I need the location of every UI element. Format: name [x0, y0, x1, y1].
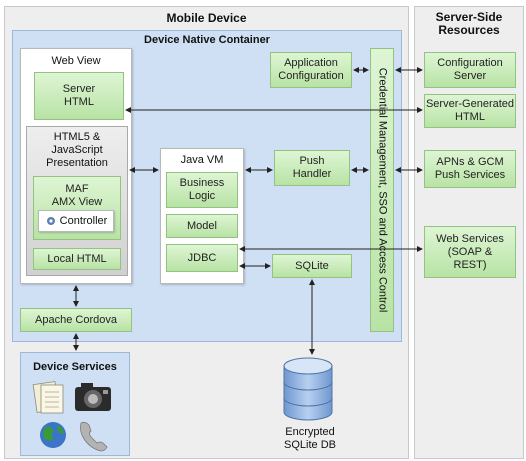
camera-icon — [75, 383, 111, 411]
controller-box: Controller — [38, 210, 114, 232]
native-container-title: Device Native Container — [144, 34, 270, 46]
java-vm-title: Java VM — [180, 154, 224, 166]
phone-icon — [80, 421, 108, 452]
maf-amx-view-label: MAF AMX View — [51, 183, 103, 208]
business-logic-box: Business Logic — [166, 172, 238, 208]
model-box: Model — [166, 214, 238, 238]
server-html-box: Server HTML — [34, 72, 124, 120]
application-configuration-box: Application Configuration — [270, 52, 352, 88]
push-handler-box: Push Handler — [274, 150, 350, 186]
web-services-box: Web Services (SOAP & REST) — [424, 226, 516, 278]
device-service-icons — [32, 381, 111, 452]
local-html-box: Local HTML — [33, 248, 121, 270]
apns-gcm-box: APNs & GCM Push Services — [424, 150, 516, 188]
device-services-title: Device Services — [33, 361, 117, 373]
configuration-server-box: Configuration Server — [424, 52, 516, 88]
server-side-title: Server-Side Resources — [435, 10, 503, 37]
device-services-box: Device Services — [20, 352, 130, 456]
mobile-device-title: Mobile Device — [166, 11, 247, 25]
credential-management-bar: Credential Management, SSO and Access Co… — [370, 48, 394, 332]
database-icon — [283, 357, 333, 421]
sqlite-box: SQLite — [272, 254, 352, 278]
apache-cordova-box: Apache Cordova — [20, 308, 132, 332]
controller-icon — [46, 217, 55, 225]
server-generated-html-box: Server-Generated HTML — [424, 94, 516, 128]
jdbc-box: JDBC — [166, 244, 238, 272]
html5-presentation-title: HTML5 & JavaScript Presentation — [46, 131, 108, 169]
web-view-title: Web View — [51, 55, 101, 67]
encrypted-db-label: Encrypted SQLite DB — [284, 426, 336, 451]
contacts-icon — [32, 381, 64, 414]
controller-label: Controller — [59, 215, 108, 227]
globe-icon — [40, 422, 66, 448]
